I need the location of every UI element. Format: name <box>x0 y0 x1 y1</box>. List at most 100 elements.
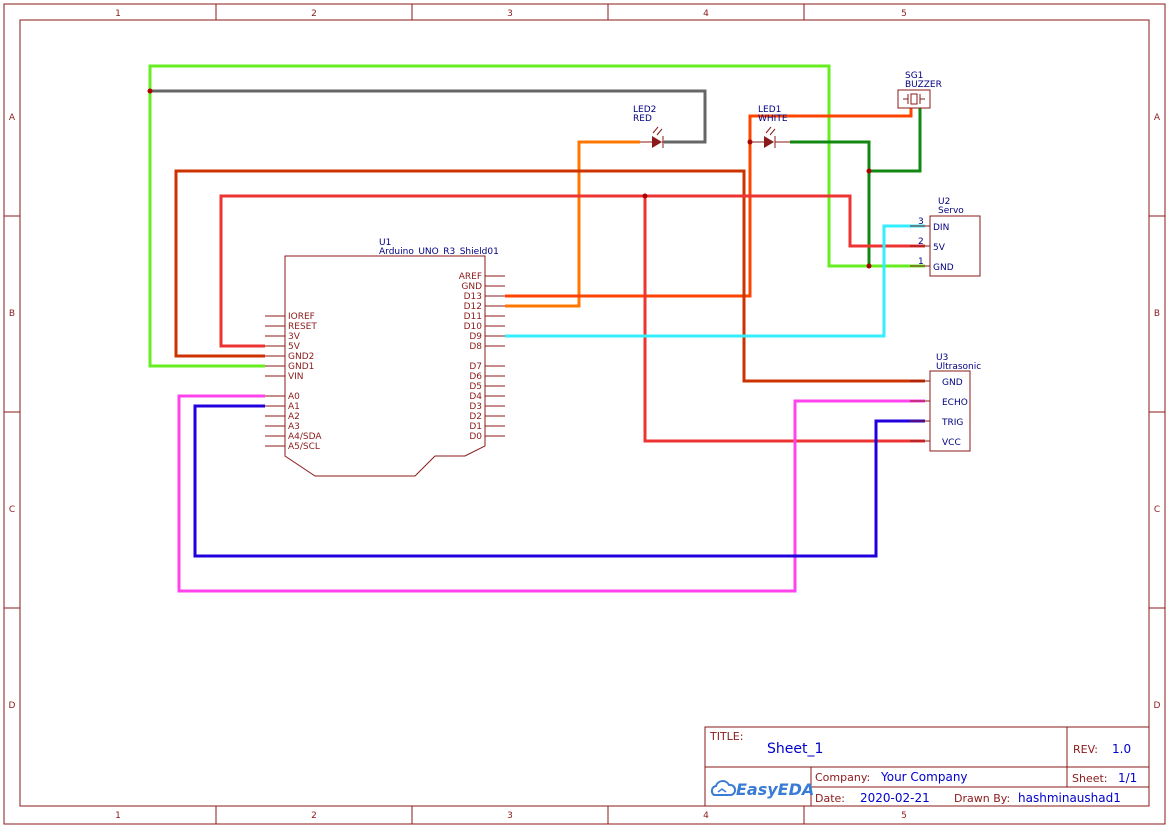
buzzer-icon <box>897 89 931 109</box>
wire-d12-led2[interactable] <box>505 140 640 308</box>
rev-value: 1.0 <box>1112 742 1131 756</box>
wire-led1-gnd[interactable] <box>790 140 871 266</box>
pin-label: AREF <box>459 272 482 282</box>
row-label-a: A <box>9 113 16 123</box>
pin-label: DIN <box>933 223 949 233</box>
pin-label: D3 <box>469 402 482 412</box>
pin-label: ECHO <box>942 398 968 408</box>
pin-label: A3 <box>288 422 300 432</box>
pin-label: VCC <box>942 438 961 448</box>
pin-label: A2 <box>288 412 300 422</box>
pin-label: A5/SCL <box>288 442 320 452</box>
pin-label: D7 <box>469 362 482 372</box>
wire-led2-gray[interactable] <box>150 89 707 144</box>
company-value: Your Company <box>880 770 968 784</box>
row-label-a-right: A <box>1154 113 1161 123</box>
wire-a0-echo[interactable] <box>177 394 925 593</box>
pin-label: GND <box>933 263 954 273</box>
wire-gnd2-ultrasonic[interactable] <box>174 169 925 383</box>
led1-name: WHITE <box>758 114 788 124</box>
wire-gnd1-servo[interactable] <box>148 64 925 368</box>
drawn-by-value: hashminaushad1 <box>1018 791 1121 805</box>
pin-label: TRIG <box>941 418 963 428</box>
pin-label: D4 <box>469 392 482 402</box>
pin-label: D11 <box>464 312 482 322</box>
col-label-3-bottom: 3 <box>507 811 513 821</box>
pin-label: GND <box>461 282 482 292</box>
pin-label: IOREF <box>288 312 315 322</box>
led1-component[interactable]: LED1 WHITE <box>750 105 790 148</box>
u2-name: Servo <box>938 206 964 216</box>
buzzer-component[interactable]: SG1 BUZZER <box>897 71 942 109</box>
pin-label: D1 <box>469 422 482 432</box>
cloud-icon <box>710 780 737 796</box>
led-icon <box>640 126 664 148</box>
row-label-b-right: B <box>1154 309 1160 319</box>
led1-ref: LED1 <box>758 105 781 115</box>
drawn-by-label: Drawn By: <box>954 792 1010 805</box>
wire-a1-trig[interactable] <box>193 404 925 558</box>
led2-component[interactable]: LED2 RED <box>633 105 664 148</box>
wires <box>148 64 925 593</box>
wire-d13-led1-buzzer[interactable] <box>505 108 913 298</box>
row-label-c-right: C <box>1154 505 1160 515</box>
pin-label: D5 <box>469 382 482 392</box>
junction-dot <box>866 168 872 174</box>
pin-label: D10 <box>464 322 483 332</box>
drawing-frame: 1 2 3 4 5 1 2 3 4 5 A B C D A B C D <box>3 3 1166 825</box>
wire-5v-servo[interactable] <box>219 194 925 348</box>
row-label-d-right: D <box>1154 701 1161 711</box>
pin-label: D8 <box>469 342 482 352</box>
pin-label: 5V <box>288 342 301 352</box>
col-label-5-bottom: 5 <box>901 811 907 821</box>
u1-right-pins: AREF GND D13 D12 D11 D10 D9 D8 D7 D6 D5 … <box>459 272 505 442</box>
sheet-label: Sheet: <box>1072 772 1108 785</box>
wire-buzzer-gnd[interactable] <box>869 108 922 173</box>
col-label-1: 1 <box>115 9 121 19</box>
col-label-3: 3 <box>507 9 513 19</box>
u1-name: Arduino_UNO_R3_Shield01 <box>379 247 499 257</box>
led2-ref: LED2 <box>633 105 656 115</box>
u1-left-pins: IOREF RESET 3V 5V GND2 GND1 VIN A0 A1 A2… <box>265 312 322 452</box>
pin-label: A0 <box>288 392 300 402</box>
pin-label: GND1 <box>288 362 314 372</box>
pin-number: 1 <box>918 257 924 267</box>
pin-label: GND <box>942 378 963 388</box>
pin-label: VIN <box>288 372 304 382</box>
junction-dot <box>866 263 872 269</box>
ultrasonic-outline <box>929 370 971 452</box>
row-label-d: D <box>9 701 16 711</box>
u1-ref: U1 <box>379 238 391 248</box>
date-value: 2020-02-21 <box>860 791 930 805</box>
logo-text: EasyEDA <box>736 780 814 799</box>
pin-label: D6 <box>469 372 482 382</box>
led-icon <box>750 126 790 148</box>
arduino-outline <box>284 255 486 477</box>
pin-label: A1 <box>288 402 300 412</box>
row-label-b: B <box>9 309 15 319</box>
title-label: TITLE: <box>709 730 743 743</box>
arduino-uno-component[interactable]: U1 Arduino_UNO_R3_Shield01 IOREF RESET 3… <box>265 238 505 477</box>
rev-label: REV: <box>1073 743 1098 756</box>
pin-label: D12 <box>464 302 482 312</box>
pin-label: D9 <box>469 332 482 342</box>
inner-border <box>19 19 1150 807</box>
easyeda-logo: EasyEDA <box>710 780 814 799</box>
wire-d9-servo[interactable] <box>505 224 925 338</box>
col-label-4: 4 <box>703 9 709 19</box>
sg1-ref: SG1 <box>905 71 923 81</box>
u2-ref: U2 <box>938 197 950 207</box>
outer-border <box>3 3 1166 825</box>
wire-5v-ultrasonic[interactable] <box>643 196 925 443</box>
servo-component[interactable]: U2 Servo 3 2 1 DIN 5V GND <box>910 197 981 277</box>
sg1-name: BUZZER <box>905 80 942 90</box>
ultrasonic-component[interactable]: U3 Ultrasonic GND ECHO TRIG VCC <box>910 353 981 452</box>
pin-label: D13 <box>464 292 482 302</box>
junction-dot <box>642 193 648 199</box>
row-label-c: C <box>9 505 15 515</box>
pin-label: D2 <box>469 412 482 422</box>
col-label-4-bottom: 4 <box>703 811 709 821</box>
col-label-2: 2 <box>311 9 317 19</box>
pin-number: 2 <box>918 237 924 247</box>
